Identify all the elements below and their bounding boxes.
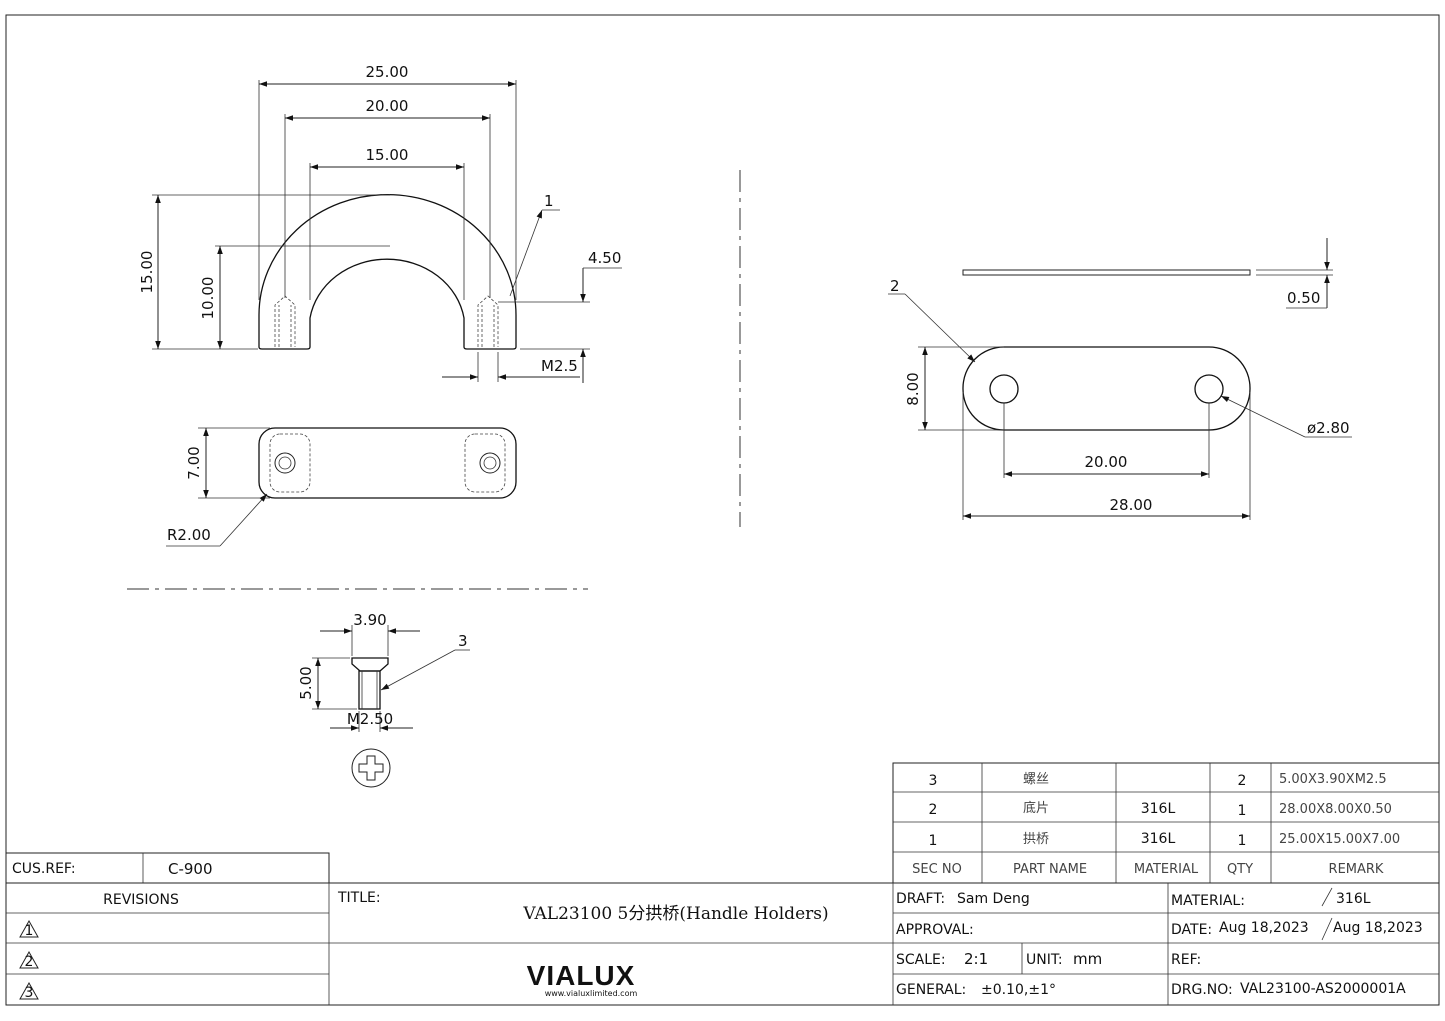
- arch-outline: [258, 193, 517, 350]
- title-label: TITLE:: [337, 890, 381, 906]
- screw-shank: [358, 670, 381, 710]
- plate-outline: [962, 346, 1251, 431]
- title-value: VAL23100 5分拱桥(Handle Holders): [522, 904, 828, 924]
- dim-height-15: 15.00: [138, 251, 156, 294]
- screw-view: 3.90 5.00 M2.50 3: [297, 611, 470, 788]
- dim-height-8: 8.00: [904, 372, 922, 405]
- dim-thickness: 0.50: [1287, 289, 1320, 307]
- screw-head: [351, 657, 389, 672]
- company-logo: VIALUX: [527, 960, 636, 991]
- dim-m2-5: M2.5: [541, 357, 578, 375]
- svg-text:28.00X8.00X0.50: 28.00X8.00X0.50: [1279, 802, 1392, 817]
- dim-length: 5.00: [297, 666, 315, 699]
- svg-text:1: 1: [1238, 803, 1247, 819]
- unit-value: mm: [1073, 950, 1102, 968]
- svg-text:REMARK: REMARK: [1329, 862, 1384, 877]
- approval-label: APPROVAL:: [896, 922, 974, 938]
- parts-table: 3 螺丝 2 5.00X3.90XM2.5 2 底片 316L 1 28.00X…: [892, 762, 1440, 884]
- material-value: 316L: [1336, 891, 1371, 907]
- dim-hole-diameter: ø2.80: [1307, 419, 1350, 437]
- dim-pitch: 20.00: [1085, 453, 1128, 471]
- dim-4-50: 4.50: [588, 249, 621, 267]
- svg-text:1: 1: [929, 833, 938, 849]
- svg-text:拱桥: 拱桥: [1023, 832, 1049, 847]
- revision-2-icon: 2: [19, 950, 39, 970]
- top-view: 7.00 R2.00: [166, 427, 517, 547]
- screw-head-top-view: [351, 748, 391, 788]
- plate-hole-left: [989, 374, 1019, 404]
- front-view: 25.00 20.00 15.00 15.00 10.00 4.50 M2.5 …: [138, 63, 622, 383]
- svg-text:2: 2: [929, 802, 938, 818]
- ref-label: REF:: [1171, 952, 1201, 968]
- dim-15: 15.00: [366, 146, 409, 164]
- drawing-frame: [5, 14, 1440, 1006]
- drg-no-value: VAL23100-AS2000001A: [1240, 981, 1406, 997]
- parts-row-2: 2 底片 316L 1 28.00X8.00X0.50: [929, 800, 1392, 819]
- dim-25: 25.00: [366, 63, 409, 81]
- revisions-label: REVISIONS: [103, 892, 179, 908]
- svg-text:MATERIAL: MATERIAL: [1134, 862, 1199, 877]
- svg-text:PART NAME: PART NAME: [1013, 862, 1087, 877]
- unit-label: UNIT:: [1026, 952, 1063, 968]
- dim-r2: R2.00: [167, 526, 211, 544]
- cus-ref-value: C-900: [168, 860, 213, 878]
- dim-height-7: 7.00: [185, 446, 203, 479]
- svg-text:2: 2: [25, 954, 34, 970]
- company-url: www.vialuxlimited.com: [545, 989, 638, 998]
- date-value-1: Aug 18,2023: [1219, 920, 1309, 936]
- plate-edge-view: [962, 269, 1251, 276]
- draft-label: DRAFT:: [896, 891, 945, 907]
- parts-row-3: 3 螺丝 2 5.00X3.90XM2.5: [929, 772, 1387, 789]
- scale-value: 2:1: [964, 950, 988, 968]
- drg-no-label: DRG.NO:: [1171, 982, 1233, 998]
- svg-text:1: 1: [1238, 833, 1247, 849]
- dim-thread: M2.50: [347, 710, 393, 728]
- dim-height-10: 10.00: [199, 277, 217, 320]
- svg-text:2: 2: [1238, 773, 1247, 789]
- material-label: MATERIAL:: [1171, 893, 1245, 909]
- date-value-2: Aug 18,2023: [1333, 920, 1423, 936]
- general-label: GENERAL:: [896, 982, 966, 998]
- plate-view: 0.50 8.00 20.00 28.00 ø2.80 2: [888, 238, 1352, 520]
- dim-head: 3.90: [353, 611, 386, 629]
- dim-length-28: 28.00: [1110, 496, 1153, 514]
- svg-text:316L: 316L: [1141, 801, 1176, 817]
- svg-text:5.00X3.90XM2.5: 5.00X3.90XM2.5: [1279, 772, 1387, 787]
- top-outline: [258, 427, 517, 499]
- svg-text:3: 3: [929, 773, 938, 789]
- svg-text:底片: 底片: [1023, 800, 1049, 816]
- general-value: ±0.10,±1°: [981, 982, 1056, 998]
- svg-text:1: 1: [25, 923, 34, 939]
- scale-label: SCALE:: [896, 952, 946, 968]
- parts-row-1: 1 拱桥 316L 1 25.00X15.00X7.00: [929, 831, 1401, 849]
- dim-20: 20.00: [366, 97, 409, 115]
- parts-table-header: SEC NO PART NAME MATERIAL QTY REMARK: [912, 862, 1384, 877]
- date-label: DATE:: [1171, 922, 1212, 938]
- draft-value: Sam Deng: [957, 891, 1030, 907]
- callout-1: 1: [544, 192, 554, 210]
- revision-3-icon: 3: [19, 981, 39, 1001]
- phillips-cross-icon: [358, 755, 384, 781]
- title-block: CUS.REF: C-900 REVISIONS 1 2 3 TITLE: VA…: [5, 852, 1440, 1006]
- callout-3: 3: [458, 632, 468, 650]
- svg-text:3: 3: [25, 985, 34, 1001]
- svg-text:SEC NO: SEC NO: [912, 862, 962, 877]
- svg-text:QTY: QTY: [1227, 862, 1253, 877]
- svg-text:316L: 316L: [1141, 831, 1176, 847]
- svg-text:25.00X15.00X7.00: 25.00X15.00X7.00: [1279, 832, 1400, 847]
- plate-hole-right: [1194, 374, 1224, 404]
- revision-1-icon: 1: [19, 919, 39, 939]
- cus-ref-label: CUS.REF:: [12, 861, 76, 877]
- svg-text:螺丝: 螺丝: [1023, 772, 1049, 787]
- callout-2: 2: [890, 277, 900, 295]
